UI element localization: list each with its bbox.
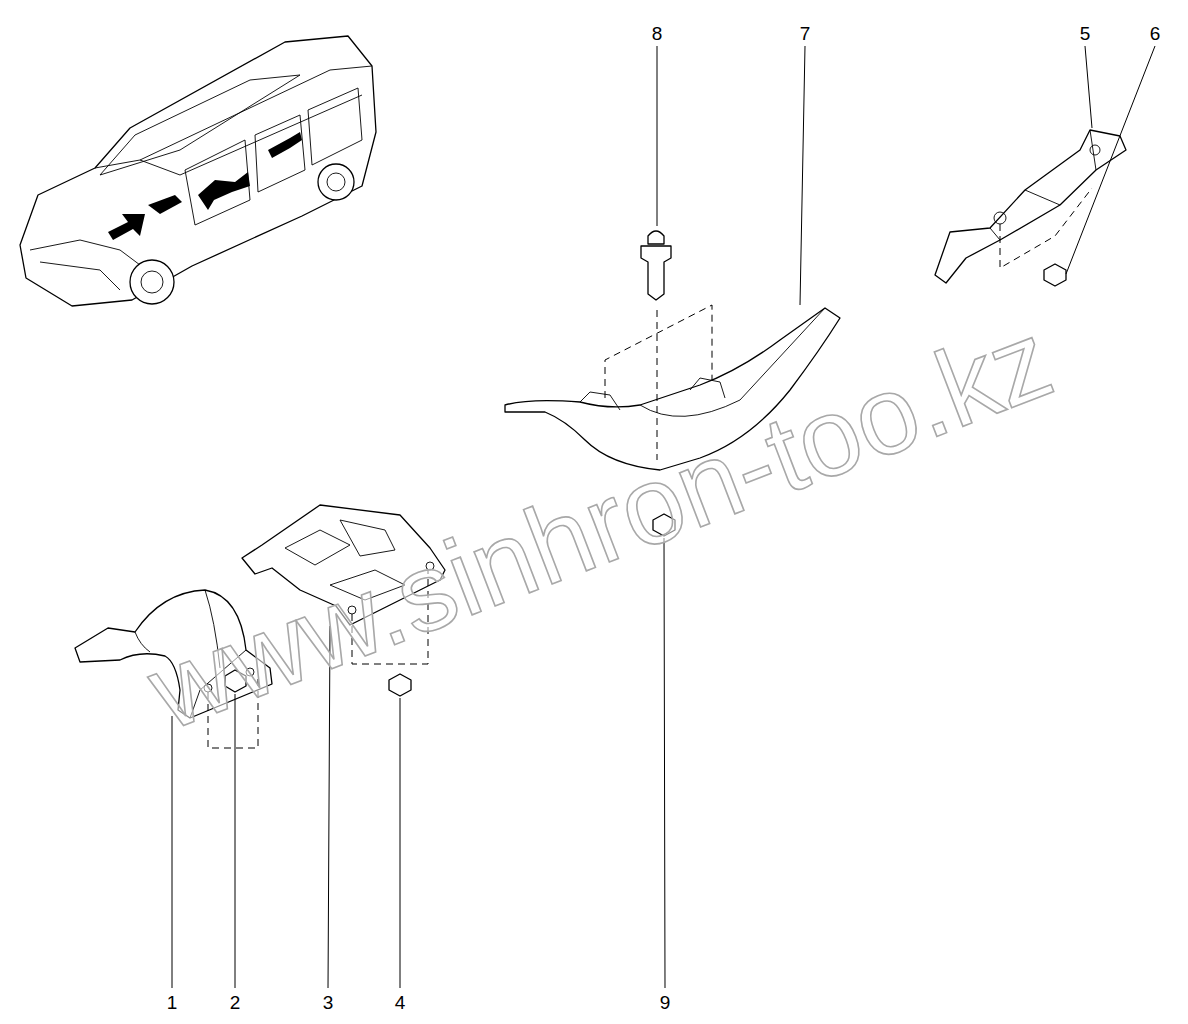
- watermark: www.sinhron-too.kz: [135, 303, 1065, 747]
- callout-number: 3: [323, 993, 334, 1012]
- callout-number: 1: [167, 993, 178, 1012]
- callout-number: 8: [652, 24, 663, 43]
- callout-number: 2: [230, 993, 241, 1012]
- callout-number: 7: [800, 24, 811, 43]
- callout-number: 4: [395, 993, 406, 1012]
- callout-number: 5: [1080, 24, 1091, 43]
- callout-number: 9: [660, 993, 671, 1012]
- vehicle-sketch: [20, 36, 376, 306]
- heat-shield-5: [935, 130, 1126, 283]
- callout-number: 6: [1150, 24, 1161, 43]
